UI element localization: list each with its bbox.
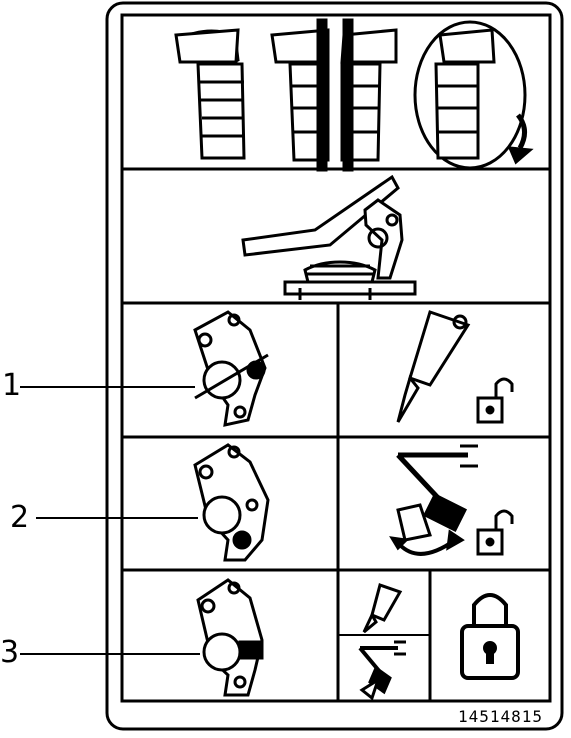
part-number: 14514815 <box>457 707 543 726</box>
bicycle-grip-icon <box>174 18 534 172</box>
lever-bracket-icon-2 <box>193 443 270 562</box>
callout-label-3: 3 <box>0 635 20 670</box>
label-card-border <box>105 1 564 731</box>
lever-tool-icon-small <box>358 640 406 701</box>
padlock-icon-locked <box>460 593 520 680</box>
knife-icon-small <box>362 583 403 634</box>
callout-label-2: 2 <box>10 500 30 535</box>
pedal-assembly-icon <box>241 174 417 300</box>
inner-frame <box>120 13 552 703</box>
lever-tool-icon <box>389 444 478 556</box>
padlock-icon-unlocked-1 <box>476 377 514 424</box>
knife-icon <box>396 310 471 423</box>
callout-label-1: 1 <box>2 368 22 403</box>
lever-bracket-icon-1 <box>193 310 269 427</box>
lever-bracket-icon-3 <box>196 578 264 697</box>
padlock-icon-unlocked-2 <box>476 509 514 556</box>
